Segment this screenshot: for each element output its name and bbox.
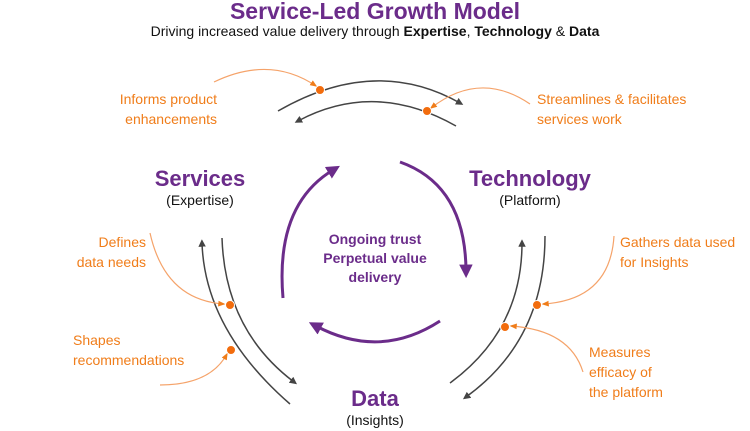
note-measures-line: Measures bbox=[589, 344, 651, 360]
cycle-arrow-bottom bbox=[308, 319, 441, 344]
subtitle-comma: , bbox=[466, 23, 475, 39]
note-streamlines-line: services work bbox=[537, 111, 622, 127]
note-informs-line: enhancements bbox=[125, 111, 217, 127]
node-technology-sub: (Platform) bbox=[499, 192, 561, 208]
center-text: Ongoing trust Perpetual value delivery bbox=[275, 230, 475, 287]
subtitle-data: Data bbox=[569, 23, 600, 39]
note-measures-line: efficacy of bbox=[589, 364, 652, 380]
subtitle: Driving increased value delivery through… bbox=[0, 23, 750, 39]
cycle-arrow-left bbox=[280, 165, 340, 299]
center-line-3: delivery bbox=[348, 269, 402, 285]
node-data-sub: (Insights) bbox=[346, 412, 404, 428]
dot-informs bbox=[315, 85, 325, 95]
note-defines: Defines data needs bbox=[77, 232, 146, 272]
data-to-services-arrow bbox=[198, 239, 291, 405]
page-title: Service-Led Growth Model bbox=[229, 0, 521, 24]
note-streamlines: Streamlines & facilitates services work bbox=[537, 89, 686, 129]
node-services-sub: (Expertise) bbox=[166, 192, 234, 208]
subtitle-expertise: Expertise bbox=[403, 23, 467, 39]
note-informs: Informs product enhancements bbox=[120, 89, 217, 129]
technology-to-services-arrow bbox=[294, 101, 457, 127]
note-informs-line: Informs product bbox=[119, 91, 217, 107]
subtitle-prefix: Driving increased value delivery through bbox=[150, 23, 404, 39]
center-line-2: Perpetual value bbox=[323, 250, 427, 266]
dot-streamlines bbox=[422, 106, 432, 116]
note-shapes-line: recommendations bbox=[73, 352, 185, 368]
note-streamlines-line: Streamlines & facilitates bbox=[537, 91, 687, 107]
dot-defines bbox=[225, 300, 235, 310]
note-defines-line: Defines bbox=[98, 234, 146, 250]
subtitle-technology: Technology bbox=[474, 23, 552, 39]
dot-gathers bbox=[532, 300, 542, 310]
node-technology: Technology bbox=[469, 166, 591, 191]
note-gathers-line: for Insights bbox=[620, 254, 689, 270]
note-shapes: Shapes recommendations bbox=[73, 330, 184, 370]
note-measures-line: the platform bbox=[589, 384, 663, 400]
note-shapes-line: Shapes bbox=[73, 332, 121, 348]
technology-to-data-arrow bbox=[462, 235, 546, 400]
center-line-1: Ongoing trust bbox=[328, 231, 422, 247]
note-gathers: Gathers data used for Insights bbox=[620, 232, 735, 272]
cycle-arrow-right bbox=[399, 160, 473, 279]
services-to-data-arrow bbox=[221, 237, 297, 385]
subtitle-amp: & bbox=[551, 23, 570, 39]
dot-shapes bbox=[226, 345, 236, 355]
note-measures: Measures efficacy of the platform bbox=[589, 342, 663, 402]
note-defines-line: data needs bbox=[76, 254, 146, 270]
node-data: Data bbox=[351, 386, 399, 411]
dot-measures bbox=[500, 322, 510, 332]
note-gathers-line: Gathers data used bbox=[620, 234, 736, 250]
node-services: Services bbox=[154, 166, 246, 191]
data-to-technology-arrow bbox=[449, 239, 526, 384]
services-to-technology-arrow bbox=[277, 80, 464, 112]
